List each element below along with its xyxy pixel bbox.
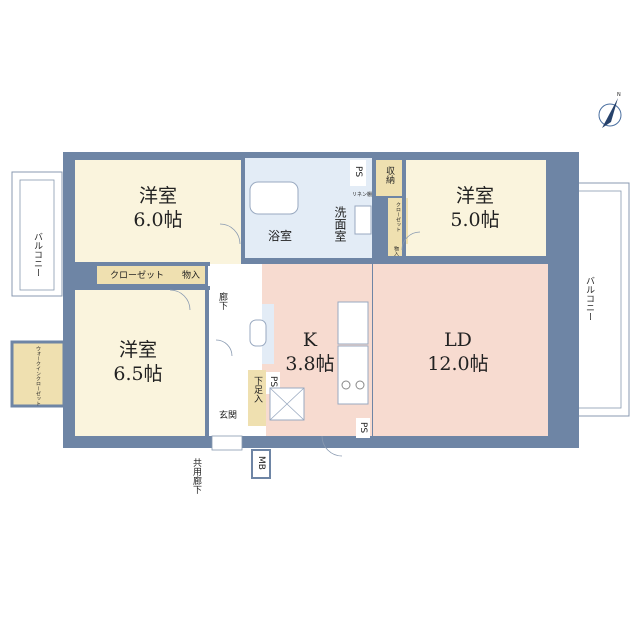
monoire-top — [177, 264, 205, 284]
label-mb: MB — [256, 456, 266, 470]
kitchen-sink — [337, 301, 369, 345]
room-size-western-1: 6.0帖 — [133, 209, 182, 231]
compass-label: N — [617, 92, 621, 98]
label-common-corridor: 共用廊下 — [191, 458, 202, 495]
label-washroom: 洗面室 — [333, 206, 347, 242]
stove-burner — [341, 380, 351, 390]
closet-top — [97, 264, 177, 284]
bathtub — [249, 181, 299, 215]
shoe-storage — [248, 370, 266, 426]
label-closet-right: クローゼット — [395, 202, 401, 232]
room-size-western-3: 6.5帖 — [113, 363, 162, 385]
room-size-kitchen: 3.8帖 — [285, 353, 334, 375]
interior-walls — [75, 156, 548, 440]
room-ld — [373, 264, 548, 436]
ps-box-3 — [356, 418, 370, 438]
label-corridor: 廊下 — [217, 291, 228, 311]
mb-box — [251, 449, 271, 479]
label-balcony-right: バルコニー — [584, 276, 595, 321]
label-monoire-right: 物入 — [393, 245, 399, 256]
storage-box — [376, 160, 402, 196]
label-ps-3: PS — [358, 422, 368, 433]
room-western-2 — [404, 160, 546, 256]
room-name-western-2: 洋室 — [456, 185, 494, 207]
stove-burner — [355, 380, 365, 390]
entrance-door — [211, 435, 243, 451]
label-closet-top: クローゼット — [110, 269, 164, 281]
room-western-3 — [75, 290, 207, 436]
label-walkin: ウォークインクローゼット — [35, 345, 41, 406]
room-name-ld: LD — [444, 329, 472, 351]
label-ps-1: PS — [353, 166, 363, 177]
room-western-1 — [75, 160, 241, 264]
ps-box-1 — [350, 160, 366, 186]
washbasin — [354, 205, 372, 235]
label-storage: 収納 — [384, 165, 395, 185]
label-shoe-storage: 下足入 — [252, 376, 263, 403]
label-bath: 浴室 — [268, 228, 292, 243]
toilet-fixture — [249, 319, 267, 347]
walkin-closet — [10, 340, 66, 408]
room-name-kitchen: K — [303, 329, 318, 351]
label-linen: リネン棚 — [352, 191, 372, 198]
label-entrance: 玄関 — [219, 409, 237, 421]
room-size-ld: 12.0帖 — [427, 353, 488, 375]
room-size-western-2: 5.0帖 — [450, 209, 499, 231]
door-swings — [169, 223, 421, 457]
label-monoire-top: 物入 — [182, 269, 200, 281]
kitchen-counter — [337, 345, 369, 405]
label-balcony-left: バルコニー — [32, 232, 43, 277]
room-name-western-1: 洋室 — [139, 185, 177, 207]
room-name-western-3: 洋室 — [119, 339, 157, 361]
label-ps-2: PS — [268, 376, 278, 387]
compass-icon: N — [598, 92, 622, 128]
